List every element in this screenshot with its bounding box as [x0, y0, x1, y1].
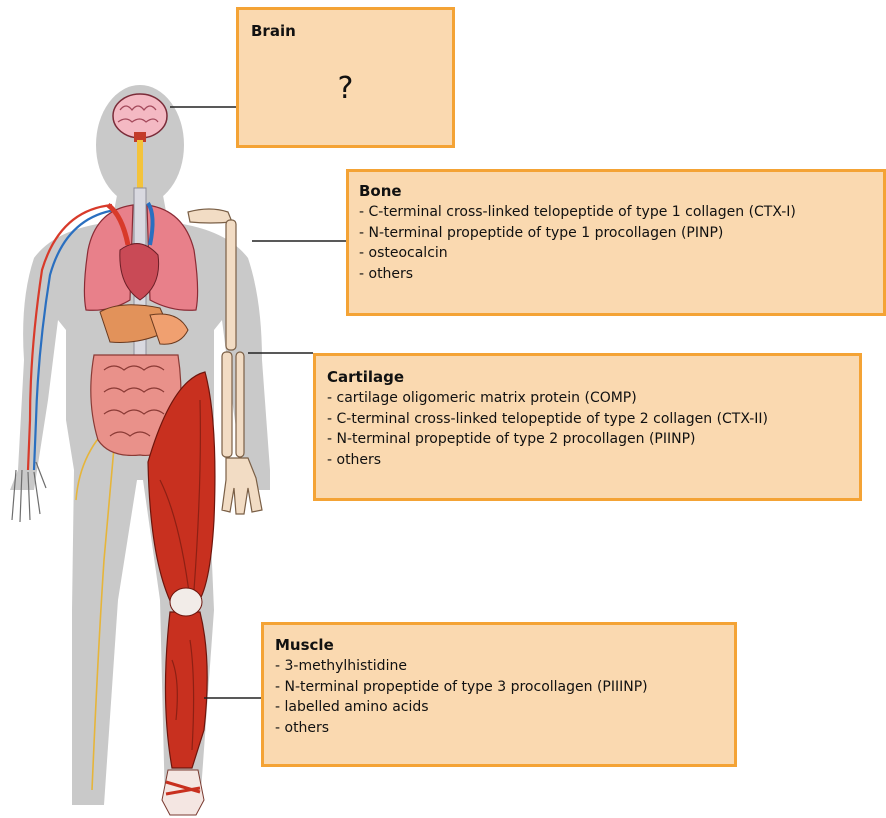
bone-box: Bone - C-terminal cross-linked telopepti…: [346, 169, 886, 316]
brain-box: Brain ?: [236, 7, 455, 148]
cartilage-marker-item: - C-terminal cross-linked telopeptide of…: [327, 409, 848, 430]
muscle-marker-item: - N-terminal propeptide of type 3 procol…: [275, 677, 723, 698]
cartilage-marker-item: - cartilage oligomeric matrix protein (C…: [327, 388, 848, 409]
muscle-marker-item: - 3-methylhistidine: [275, 656, 723, 677]
bone-marker-item: - N-terminal propeptide of type 1 procol…: [359, 223, 873, 244]
muscle-marker-item: - labelled amino acids: [275, 697, 723, 718]
bone-box-title: Bone: [359, 180, 873, 202]
muscle-box: Muscle - 3-methylhistidine - N-terminal …: [261, 622, 737, 767]
muscle-box-title: Muscle: [275, 634, 723, 656]
bone-marker-item: - C-terminal cross-linked telopeptide of…: [359, 202, 873, 223]
foot: [162, 770, 204, 815]
brain-unknown-mark: ?: [239, 72, 452, 106]
brain-box-title: Brain: [251, 20, 440, 42]
cartilage-box: Cartilage - cartilage oligomeric matrix …: [313, 353, 862, 501]
bone-marker-item: - others: [359, 264, 873, 285]
knee-tendon: [170, 588, 202, 616]
cartilage-box-title: Cartilage: [327, 366, 848, 388]
cartilage-marker-item: - others: [327, 450, 848, 471]
cartilage-marker-item: - N-terminal propeptide of type 2 procol…: [327, 429, 848, 450]
muscle-marker-item: - others: [275, 718, 723, 739]
bone-marker-item: - osteocalcin: [359, 243, 873, 264]
